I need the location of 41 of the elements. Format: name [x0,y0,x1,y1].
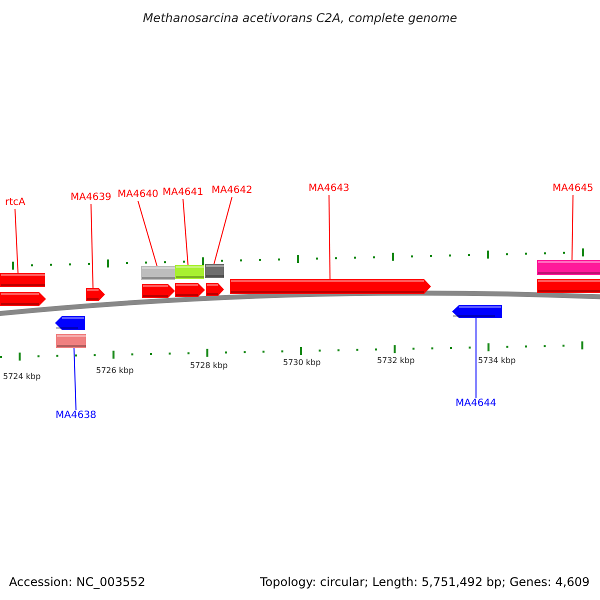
leader-line [138,200,158,266]
leader-line [14,208,18,274]
gene-feature [230,279,431,294]
gene-feature [175,283,205,297]
gene-feature-bar [537,279,600,293]
gene-feature [206,283,224,296]
footer-text: Accession: NC_003552 [9,575,146,589]
leader-line [328,194,330,280]
scale-label: 5726 kbp [96,366,134,376]
gene-label: MA4643 [308,183,350,195]
gene-label: MA4641 [162,187,204,199]
scale-label: 5732 kbp [377,356,415,366]
gene-feature-bar [0,273,45,287]
gene-feature [142,284,175,298]
gene-feature-bar [56,334,86,348]
gene-label: MA4644 [456,398,496,410]
gene-feature [452,305,502,318]
leader-line [74,348,76,410]
scale-label: 5724 kbp [3,372,41,382]
leader-line [182,198,188,266]
genome-title: Methanosarcina acetivorans C2A, complete genome [142,10,458,26]
leader-line [90,204,94,288]
scale-label: 5728 kbp [190,361,228,371]
gene-feature-bar [537,260,600,275]
leader-line [214,196,232,264]
scale-label: 5734 kbp [478,356,516,366]
leader-line [572,194,574,260]
gene-label: MA4645 [552,183,594,195]
gene-feature-bar [175,265,204,279]
gene-label: MA4642 [212,185,252,197]
gene-feature-bar [141,266,175,280]
gene-label: MA4638 [56,410,96,422]
gene-feature [0,292,46,306]
gene-feature [55,316,85,330]
scale-label: 5730 kbp [283,358,321,368]
gene-label: rtcA [5,197,26,209]
gene-feature-bar [205,264,224,278]
gene-label: MA4640 [118,189,158,201]
gene-feature [86,288,105,301]
footer-text: Topology: circular; Length: 5,751,492 bp; Genes: 4,609 [260,575,590,589]
gene-label: MA4639 [70,192,112,204]
